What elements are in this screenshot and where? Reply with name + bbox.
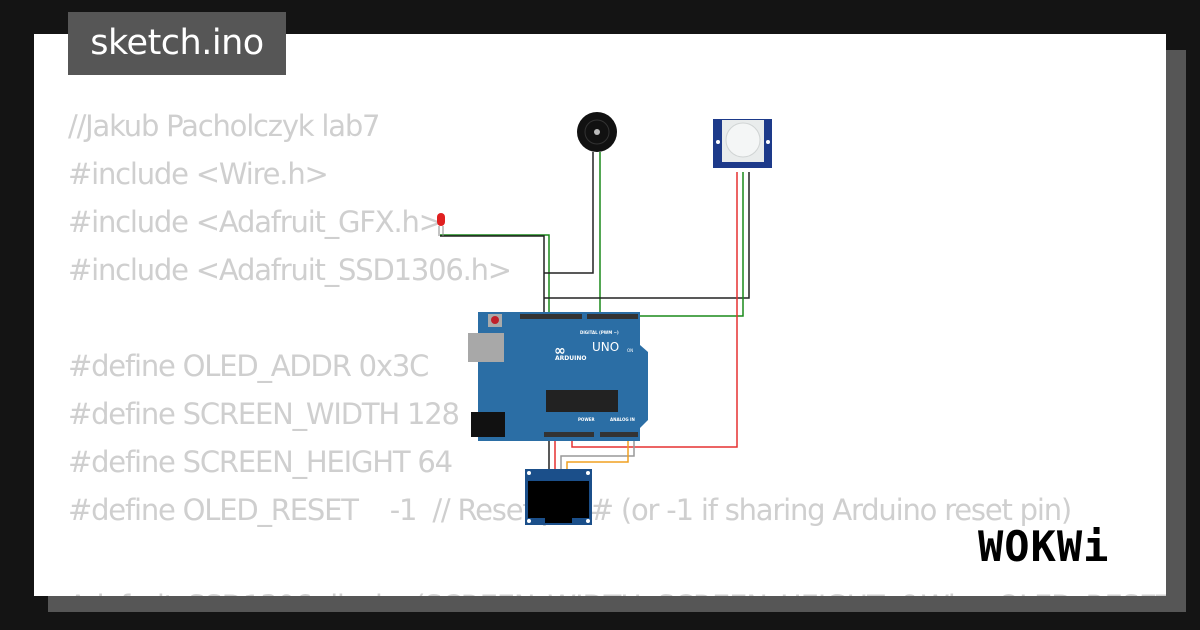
wires [440, 152, 750, 473]
wire-led-green [440, 234, 550, 316]
oled-display[interactable] [525, 469, 592, 525]
wire-oled-gray [560, 435, 635, 473]
wire-pir-green [600, 172, 744, 317]
analog-label: ANALOG IN [610, 417, 635, 422]
code-line: //Jakub Pacholczyk lab7 [68, 109, 380, 143]
sketch-filename: sketch.ino [68, 12, 286, 75]
code-line: #include <Adafruit_GFX.h> [68, 205, 443, 239]
arduino-infinity-logo: ∞ [554, 343, 566, 359]
code-line: #define SCREEN_WIDTH 128 [68, 397, 460, 431]
wire-led-black [440, 235, 545, 316]
board-brand: ARDUINO [555, 355, 586, 362]
code-line: #define OLED_ADDR 0x3C [68, 349, 429, 383]
arduino-uno-board[interactable]: ∞ ARDUINO UNO DIGITAL (PWM ~) ANALOG IN … [468, 312, 648, 441]
board-model: UNO [592, 340, 619, 354]
led-red[interactable] [437, 213, 445, 236]
code-line: #define SCREEN_HEIGHT 64 [68, 445, 453, 479]
wokwi-logo: WOKWi [978, 522, 1110, 571]
code-line: Adafruit_SSD1306 display(SCREEN_WIDTH, S… [68, 582, 1166, 596]
code-line: #include <Wire.h> [68, 157, 329, 191]
wire-buzzer-black [544, 152, 594, 274]
code-line: #include <Adafruit_SSD1306.h> [68, 253, 512, 287]
digital-label: DIGITAL (PWM ~) [580, 330, 619, 335]
wire-oled-orange [566, 435, 629, 473]
pir-sensor[interactable] [713, 119, 772, 168]
wire-oled-red [554, 435, 572, 473]
wire-pir-black [544, 172, 750, 299]
power-label: POWER [578, 417, 595, 422]
on-label: ON [627, 348, 633, 353]
buzzer[interactable] [577, 112, 617, 152]
